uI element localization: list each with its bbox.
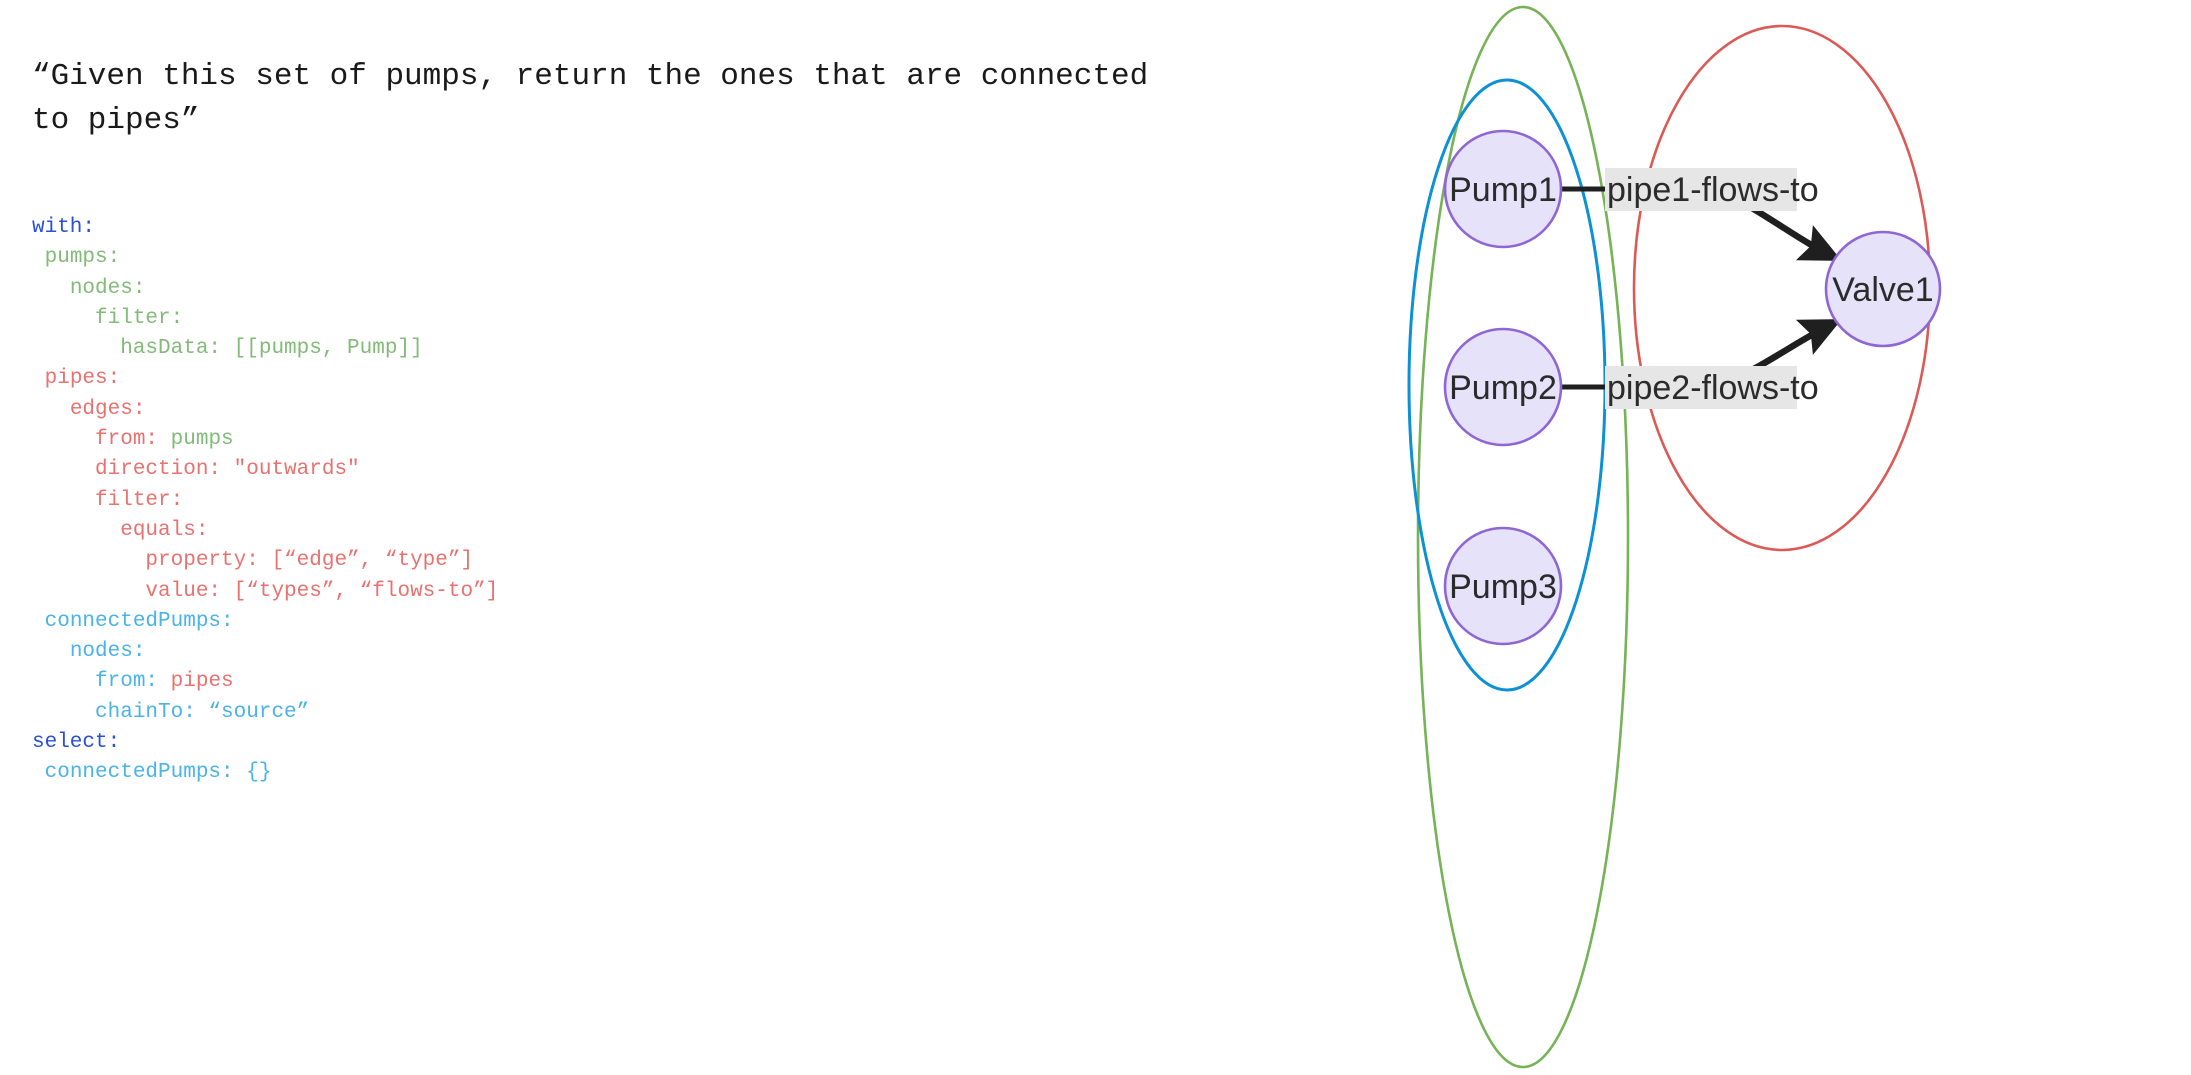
code-token: chainTo: “source” <box>95 700 310 724</box>
query-pane: “Given this set of pumps, return the one… <box>32 59 1167 789</box>
code-line: select: <box>32 728 498 758</box>
group-ellipse-pumps-set <box>1416 5 1630 1069</box>
code-line: filter: <box>32 486 498 516</box>
code-line: equals: <box>32 516 498 546</box>
code-line: direction: "outwards" <box>32 455 498 485</box>
node-pump1-label: Pump1 <box>1449 171 1557 209</box>
edge-connectors <box>1560 186 1612 390</box>
code-token: filter: <box>95 488 184 512</box>
graph-diagram-pane: pipe1-flows-to pipe2-flows-to Pump1 Pump… <box>1390 0 2191 1075</box>
code-line: value: [“types”, “flows-to”] <box>32 577 498 607</box>
code-line: pipes: <box>32 364 498 394</box>
code-token: filter: <box>95 306 184 330</box>
node-valve1-shape <box>1824 230 1942 348</box>
code-token: connectedPumps: {} <box>44 761 272 785</box>
code-line: pumps: <box>32 243 498 273</box>
code-line: nodes: <box>32 637 498 667</box>
edge-label-pipe1-bg <box>1605 168 1797 211</box>
code-token: with <box>32 216 83 239</box>
code-line: nodes: <box>32 274 498 304</box>
code-token: property: [“edge”, “type”] <box>145 549 474 573</box>
code-token: equals: <box>120 518 209 542</box>
code-line: filter: <box>32 304 498 334</box>
code-line: with: <box>32 213 498 243</box>
code-line: connectedPumps: {} <box>32 758 498 788</box>
graph-diagram-svg: pipe1-flows-to pipe2-flows-to Pump1 Pump… <box>1407 5 1942 1069</box>
code-token: : <box>82 216 96 239</box>
node-pump2-shape <box>1443 327 1563 447</box>
code-token: from: <box>95 670 171 694</box>
node-pump2[interactable]: Pump2 <box>1443 327 1563 447</box>
edge-label-pipe1-text: pipe1-flows-to <box>1607 171 1819 209</box>
query-code-block: with: pumps: nodes: filter: hasData: [[p… <box>32 213 498 789</box>
code-token: hasData: [[pumps, Pump]] <box>120 337 423 361</box>
code-line: property: [“edge”, “type”] <box>32 546 498 576</box>
edge-label-pipe2-text: pipe2-flows-to <box>1607 369 1819 407</box>
code-token: pipes <box>170 670 234 694</box>
code-line: from: pumps <box>32 425 498 455</box>
node-pump3-label: Pump3 <box>1449 568 1557 606</box>
node-pump1-shape <box>1443 129 1563 249</box>
edge-label-pipe2[interactable]: pipe2-flows-to <box>1605 366 1819 409</box>
arrow-pipe1-to-valve1 <box>1750 205 1842 261</box>
code-token: nodes: <box>69 640 146 664</box>
code-token: pumps: <box>44 246 121 270</box>
code-line: edges: <box>32 395 498 425</box>
code-line: connectedPumps: <box>32 607 498 637</box>
code-token: nodes: <box>69 276 146 300</box>
node-pump2-label: Pump2 <box>1449 369 1557 407</box>
node-pump3-shape <box>1443 526 1563 646</box>
prompt-quote: “Given this set of pumps, return the one… <box>32 59 1167 138</box>
node-valve1-label: Valve1 <box>1832 271 1933 309</box>
arrow-pipe2-to-valve1 <box>1750 319 1842 373</box>
code-token: direction: "outwards" <box>95 458 360 482</box>
code-line: from: pipes <box>32 667 498 697</box>
code-line: chainTo: “source” <box>32 698 498 728</box>
code-token: pipes: <box>44 367 121 391</box>
code-token: connectedPumps: <box>44 609 234 633</box>
code-token: select: <box>32 731 121 755</box>
node-valve1[interactable]: Valve1 <box>1824 230 1942 348</box>
node-pump1[interactable]: Pump1 <box>1443 129 1563 249</box>
edge-label-pipe2-bg <box>1605 366 1797 409</box>
code-line: hasData: [[pumps, Pump]] <box>32 334 498 364</box>
code-token: edges: <box>69 397 146 421</box>
edge-arrows <box>1750 205 1842 373</box>
code-token: from: <box>95 428 171 452</box>
code-token: pumps <box>170 428 234 452</box>
code-token: value: [“types”, “flows-to”] <box>145 579 499 603</box>
edge-label-pipe1[interactable]: pipe1-flows-to <box>1605 168 1819 211</box>
node-pump3[interactable]: Pump3 <box>1443 526 1563 646</box>
